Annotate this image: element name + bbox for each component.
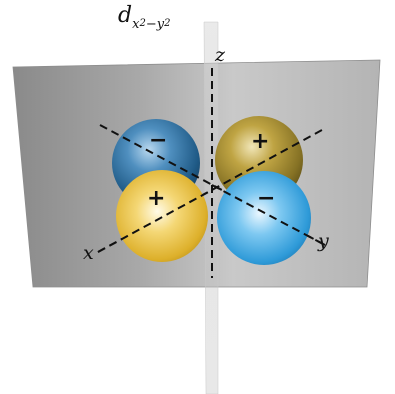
lobe-front-left: [116, 170, 208, 262]
title-sup-2: 2: [164, 18, 171, 29]
sign-front-right: −: [257, 186, 276, 211]
y-axis-label: y: [318, 230, 329, 252]
title-subscript: x2−y2: [132, 17, 170, 32]
vertical-plane: [203, 21, 219, 394]
title-sub-y: y: [156, 17, 165, 32]
sign-back-left: −: [149, 128, 168, 153]
sign-front-left: +: [147, 186, 166, 211]
title-d: d: [118, 3, 133, 28]
y-axis-front: [211, 184, 326, 246]
title-sub-x: x: [132, 17, 140, 32]
orbital-title: dx2−y2: [118, 3, 170, 32]
title-minus: −: [145, 17, 157, 32]
z-axis-label: z: [215, 44, 226, 66]
x-axis-label: x: [83, 242, 94, 264]
title-sup-1: 2: [139, 18, 146, 29]
lobe-front-right: [217, 171, 311, 265]
sign-back-right: +: [251, 129, 270, 154]
x-axis-front: [97, 189, 213, 253]
